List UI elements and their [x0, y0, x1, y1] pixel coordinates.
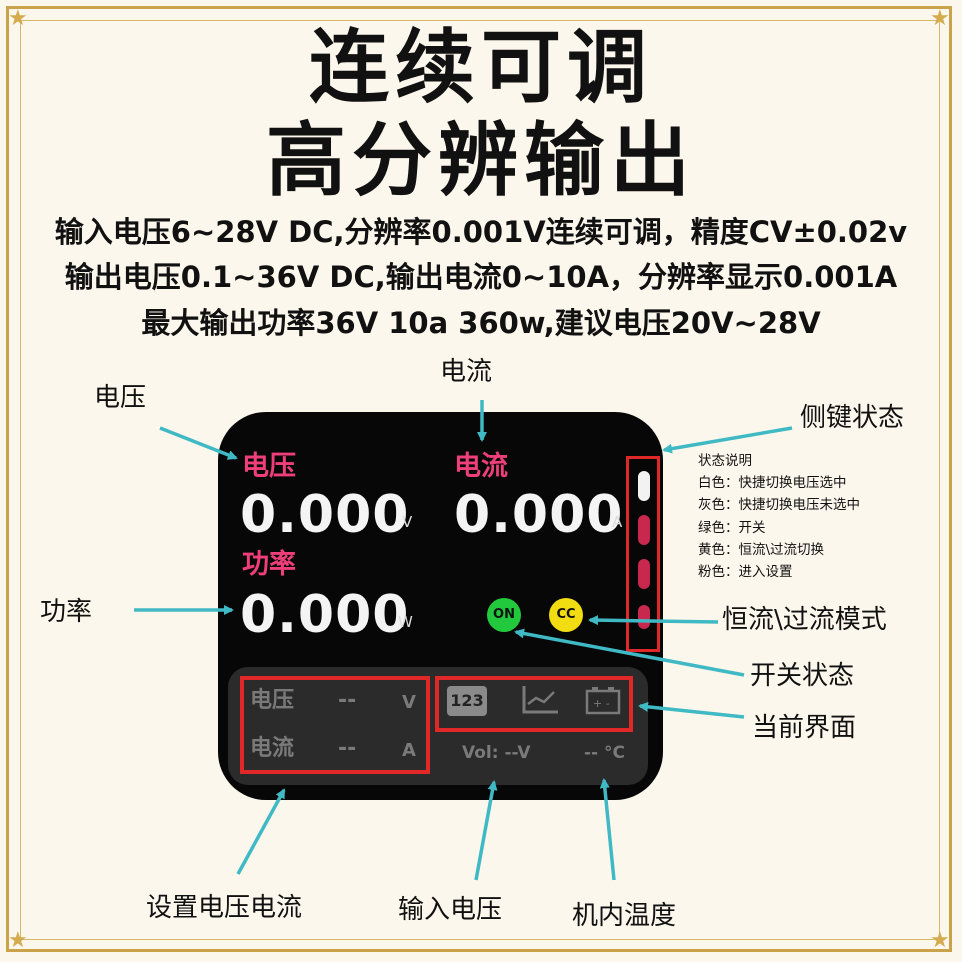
- set-vi-highlight: [240, 676, 430, 774]
- star-icon: ★: [930, 6, 950, 31]
- current-readout: 0.000: [454, 485, 624, 545]
- callout-input-voltage: 输入电压: [398, 895, 503, 925]
- power-readout: 0.000: [240, 585, 410, 645]
- side-key-status-box: [626, 456, 660, 652]
- arrow-current-view: [638, 701, 745, 719]
- svg-text:+ -: + -: [593, 697, 610, 710]
- callout-power: 功率: [40, 597, 93, 627]
- side-key-pill: [638, 471, 650, 501]
- callout-side-key: 侧键状态: [800, 403, 905, 433]
- voltage-readout: 0.000: [240, 485, 410, 545]
- set-voltage-label: 电压: [250, 688, 295, 713]
- legend-item: 白色：快捷切换电压选中: [698, 475, 847, 492]
- on-status-badge[interactable]: ON: [487, 598, 521, 632]
- arrow-set-vi: [236, 788, 286, 875]
- set-current-value[interactable]: --: [338, 736, 357, 761]
- side-key-pill: [638, 515, 650, 545]
- tab-numeric[interactable]: 123: [447, 686, 487, 716]
- current-unit: A: [612, 513, 623, 531]
- gold-frame-outer: [6, 6, 952, 952]
- callout-current-view: 当前界面: [752, 713, 857, 743]
- cc-mode-badge[interactable]: CC: [549, 598, 583, 632]
- callout-voltage: 电压: [94, 383, 147, 413]
- screen-current-label: 电流: [454, 451, 508, 482]
- arrow-cc-mode: [588, 615, 719, 626]
- set-voltage-value[interactable]: --: [338, 688, 357, 713]
- power-unit: W: [398, 613, 413, 631]
- callout-cc-mode: 恒流\过流模式: [722, 605, 887, 635]
- side-key-pill: [638, 605, 650, 629]
- legend-item: 粉色：进入设置: [698, 563, 793, 580]
- arrow-temperature: [599, 778, 616, 881]
- input-voltage-readout: Vol: --V: [462, 743, 531, 763]
- set-current-unit: A: [402, 740, 416, 761]
- spec-line-3: 最大输出功率36V 10a 360w,建议电压20V~28V: [141, 306, 821, 340]
- temperature-readout: -- °C: [584, 743, 626, 763]
- arrow-voltage: [159, 426, 238, 460]
- voltage-unit: V: [402, 513, 413, 531]
- spec-line-2: 输出电压0.1~36V DC,输出电流0~10A，分辨率显示0.001A: [64, 260, 898, 294]
- spec-line-1: 输入电压6~28V DC,分辨率0.001V连续可调，精度CV±0.02v: [54, 215, 908, 249]
- arrow-switch: [514, 628, 745, 677]
- star-icon: ★: [8, 928, 28, 953]
- callout-switch: 开关状态: [750, 661, 855, 691]
- legend-item: 灰色：快捷切换电压未选中: [698, 497, 860, 514]
- screen-voltage-label: 电压: [242, 451, 296, 482]
- star-icon: ★: [930, 928, 950, 953]
- star-icon: ★: [8, 6, 28, 31]
- gold-frame-inner: [20, 20, 940, 940]
- status-legend: 状态说明 白色：快捷切换电压选中 灰色：快捷切换电压未选中 绿色：开关 黄色：恒…: [698, 450, 860, 583]
- legend-item: 绿色：开关: [698, 519, 766, 536]
- headline-line1: 连续可调: [309, 21, 653, 114]
- current-view-highlight: [435, 676, 633, 732]
- legend-title: 状态说明: [698, 453, 752, 469]
- screen-power-label: 功率: [242, 549, 296, 580]
- set-current-label: 电流: [250, 736, 295, 761]
- chart-graph-icon[interactable]: [520, 682, 560, 718]
- callout-temperature: 机内温度: [572, 901, 677, 931]
- battery-icon[interactable]: + -: [584, 684, 624, 716]
- arrow-side-key: [662, 426, 793, 454]
- legend-item: 黄色：恒流\过流切换: [698, 541, 825, 558]
- arrow-input-voltage: [474, 780, 498, 881]
- callout-set-vi: 设置电压电流: [146, 893, 303, 923]
- set-voltage-unit: V: [402, 692, 416, 713]
- callout-current: 电流: [440, 357, 493, 387]
- headline-line2: 高分辨输出: [266, 114, 696, 207]
- side-key-pill: [638, 559, 650, 589]
